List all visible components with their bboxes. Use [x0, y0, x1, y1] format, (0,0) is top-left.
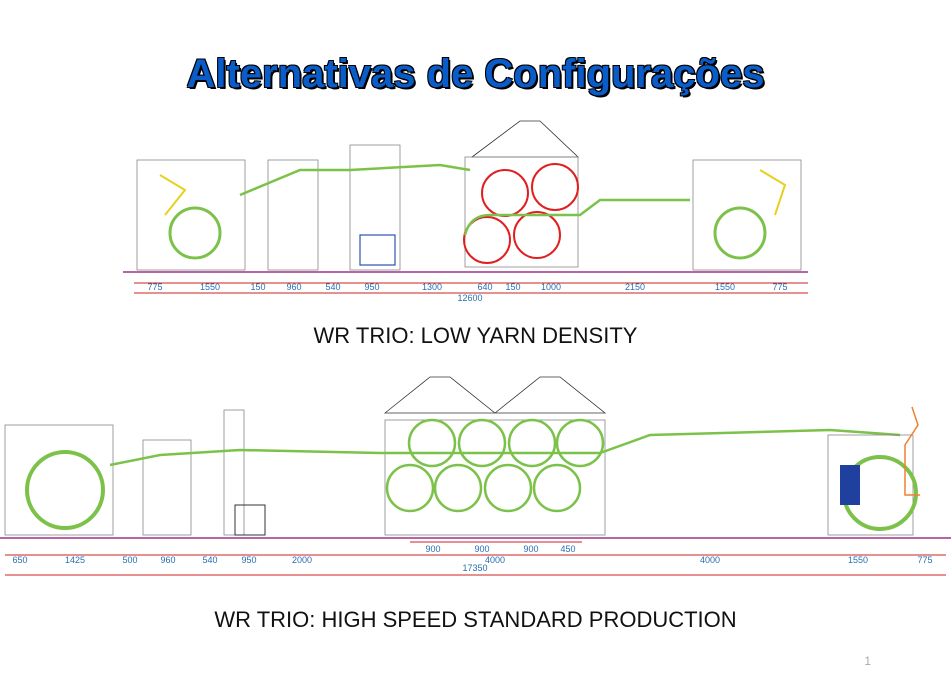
drying-cylinder	[433, 463, 483, 513]
total-dimension: 17350	[462, 563, 487, 573]
drying-cylinder	[555, 418, 605, 468]
cylinder-spacing-label: 900	[474, 544, 489, 554]
dimension-label: 1300	[422, 282, 442, 292]
drying-cylinder	[532, 463, 582, 513]
dimension-label: 2150	[625, 282, 645, 292]
dimension-label: 640	[477, 282, 492, 292]
dimension-label: 540	[325, 282, 340, 292]
dimension-label: 540	[202, 555, 217, 565]
drying-cylinder	[407, 418, 457, 468]
dimension-label: 650	[12, 555, 27, 565]
dimension-label: 2000	[292, 555, 312, 565]
drying-cylinder	[457, 418, 507, 468]
dimension-label: 950	[241, 555, 256, 565]
dimension-label: 775	[772, 282, 787, 292]
drying-cylinder	[507, 418, 557, 468]
dimension-label: 150	[505, 282, 520, 292]
dimension-label: 4000	[700, 555, 720, 565]
dimension-label: 1550	[848, 555, 868, 565]
cylinder-spacing-label: 900	[523, 544, 538, 554]
cylinder-spacing-label: 450	[560, 544, 575, 554]
slide-title: Alternativas de Configurações	[186, 52, 765, 96]
dimension-label: 960	[160, 555, 175, 565]
machine-drawing-low-density: 775 1550 150 960 540 950 1300 640 150 1000 2150 155…	[123, 120, 808, 303]
cylinder-spacing-label: 900	[425, 544, 440, 554]
dimension-label: 500	[122, 555, 137, 565]
dimension-label: 960	[286, 282, 301, 292]
caption-low-yarn-density: WR TRIO: LOW YARN DENSITY	[313, 323, 638, 348]
dimension-label: 1550	[715, 282, 735, 292]
drying-cylinder	[385, 463, 435, 513]
dimension-label: 775	[147, 282, 162, 292]
dimension-label: 4000	[485, 555, 505, 565]
dimension-label: 775	[917, 555, 932, 565]
dimension-label: 1425	[65, 555, 85, 565]
drying-cylinder	[483, 463, 533, 513]
dimension-label: 1000	[541, 282, 561, 292]
machine-drawing-high-speed: 650 1425 500 960 540 950 2000 4000 4000 1550 775 90…	[0, 376, 951, 576]
dimension-label: 1550	[200, 282, 220, 292]
total-dimension: 12600	[457, 293, 482, 303]
dimension-label: 950	[364, 282, 379, 292]
page-number: 1	[864, 654, 871, 668]
caption-high-speed: WR TRIO: HIGH SPEED STANDARD PRODUCTION	[214, 607, 737, 632]
dimension-label: 150	[250, 282, 265, 292]
